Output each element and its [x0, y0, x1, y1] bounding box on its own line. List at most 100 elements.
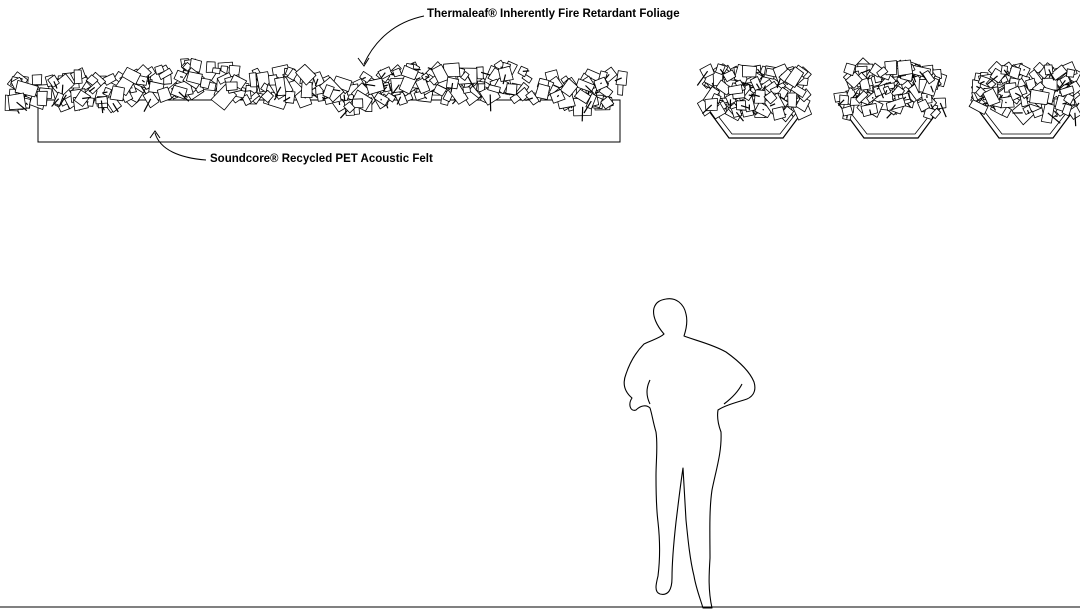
leaf: [841, 105, 854, 117]
leaf: [286, 68, 299, 81]
leaf: [876, 66, 889, 78]
linear-planter-foliage: [4, 58, 628, 122]
stem: [525, 97, 533, 101]
stem: [396, 96, 402, 105]
leaf: [102, 87, 113, 97]
stem: [489, 94, 492, 112]
leaf: [1016, 63, 1031, 78]
stem: [392, 84, 400, 94]
stem: [867, 74, 871, 80]
leaf: [742, 64, 757, 78]
stem: [450, 82, 454, 93]
leaf: [229, 74, 248, 90]
stem: [283, 96, 291, 102]
stem: [1056, 79, 1066, 93]
stem: [614, 77, 622, 82]
leaf: [1067, 105, 1080, 120]
leaf: [1061, 103, 1073, 117]
linear-planter-box: [37, 99, 621, 143]
leaf: [154, 64, 165, 75]
stem: [58, 94, 67, 108]
leaf: [845, 71, 863, 89]
felt-leader: [149, 130, 207, 161]
stem: [891, 104, 896, 110]
stem: [762, 108, 765, 111]
leaf: [982, 87, 1001, 107]
stem: [556, 94, 560, 98]
stem: [583, 100, 592, 114]
leaf: [462, 86, 471, 94]
stem: [100, 100, 104, 114]
stem: [53, 81, 58, 89]
stem: [740, 105, 750, 109]
leaf: [975, 86, 987, 98]
leaf: [156, 86, 173, 103]
leaf: [763, 90, 778, 105]
stem: [16, 101, 28, 112]
stem: [585, 85, 595, 94]
stem: [907, 103, 912, 108]
stem: [314, 78, 319, 87]
stem: [735, 111, 744, 122]
hex-planter-group: [702, 102, 1080, 139]
stem: [102, 91, 108, 94]
leaf: [497, 65, 514, 82]
leaf: [392, 67, 403, 78]
leaf: [260, 89, 274, 103]
leaf: [73, 69, 83, 85]
stem: [51, 98, 60, 107]
stem: [363, 83, 376, 87]
stem: [178, 91, 190, 102]
leaf: [1050, 64, 1068, 81]
stem: [522, 70, 530, 72]
leaf: [460, 71, 470, 81]
leaf: [1063, 93, 1075, 105]
stem: [1003, 69, 1010, 77]
leaf: [295, 63, 317, 86]
leaf: [600, 95, 615, 110]
foliage-leader: [357, 15, 425, 67]
foliage-callout-label: Thermaleaf® Inherently Fire Retardant Fo…: [427, 8, 680, 20]
leaf: [855, 90, 869, 104]
leaf: [1059, 85, 1075, 97]
leaf: [445, 76, 460, 90]
stem: [748, 94, 754, 97]
stem: [413, 68, 421, 71]
stem: [930, 85, 934, 93]
stem: [553, 84, 560, 89]
leaf: [211, 67, 221, 75]
leaf: [787, 92, 798, 108]
stem: [1014, 92, 1021, 97]
stem: [82, 96, 92, 100]
leaf: [534, 83, 551, 100]
leaf: [930, 107, 941, 119]
leaf: [14, 80, 39, 98]
stem: [274, 86, 282, 97]
leaf: [843, 62, 856, 76]
stem: [751, 93, 760, 98]
stem: [581, 106, 584, 122]
stem: [141, 79, 145, 83]
stem: [837, 99, 845, 107]
leaf: [300, 81, 313, 98]
leaf: [31, 74, 43, 85]
leaf: [885, 97, 907, 112]
stem: [769, 103, 776, 107]
stem: [1048, 69, 1055, 81]
hex-planter-foliage: [696, 57, 1080, 127]
leaf: [248, 72, 258, 88]
leaf: [505, 83, 518, 96]
leaf: [225, 81, 238, 92]
stem: [25, 102, 28, 106]
leaf: [400, 65, 419, 81]
stem: [696, 70, 709, 86]
leaf: [158, 67, 173, 80]
leaf: [722, 69, 737, 83]
leaf: [414, 76, 431, 94]
leaf: [999, 95, 1015, 109]
leaf: [1022, 104, 1032, 115]
stem: [362, 76, 366, 80]
leaf: [359, 71, 373, 84]
stem: [869, 109, 872, 116]
